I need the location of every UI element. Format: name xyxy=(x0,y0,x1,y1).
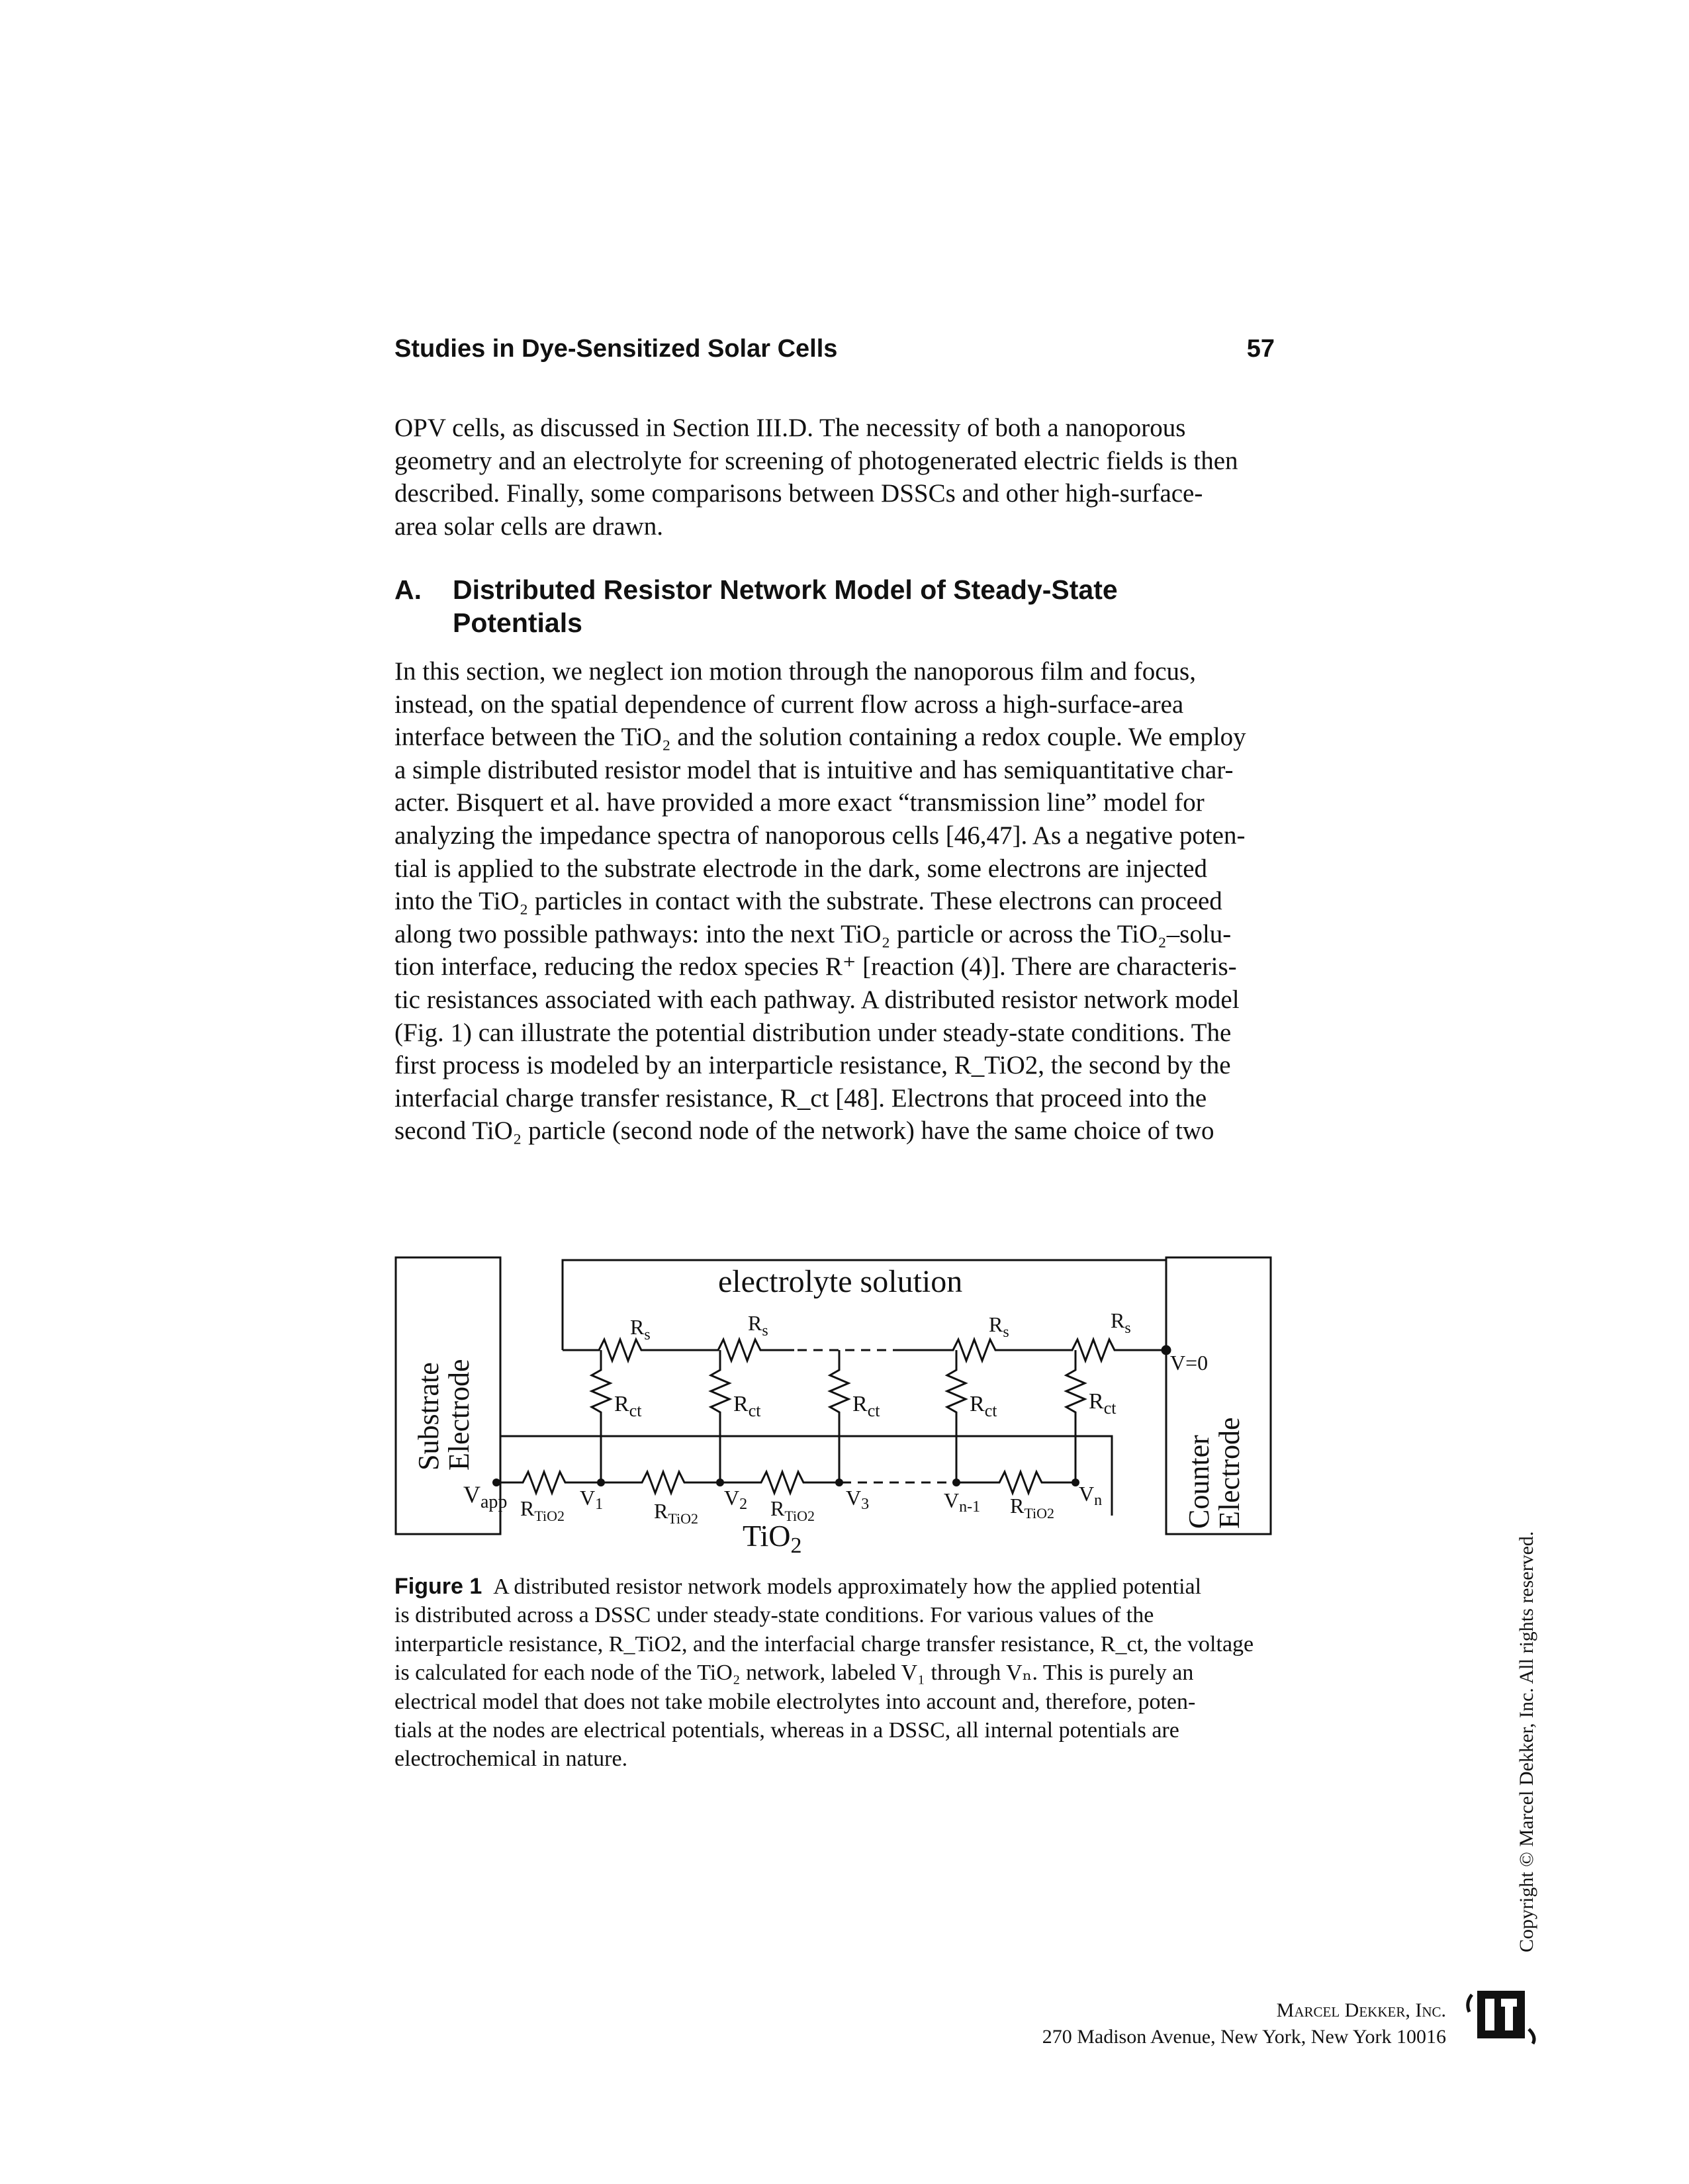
publisher-address: 270 Madison Avenue, New York, New York 1… xyxy=(1042,2026,1446,2048)
rs-label-1: Rs xyxy=(630,1315,651,1343)
caption-label: Figure 1 xyxy=(394,1574,482,1599)
counter-label-1: Counter xyxy=(1183,1435,1215,1529)
paragraph-intro: OPV cells, as discussed in Section III.D… xyxy=(394,412,1275,543)
counter-label: Counter Electrode xyxy=(1183,1417,1246,1529)
electrolyte-label: electrolyte solution xyxy=(718,1264,962,1299)
tio2-box-top xyxy=(500,1435,1113,1516)
v1-label: V1 xyxy=(580,1486,603,1513)
rct-label-5: Rct xyxy=(1089,1389,1117,1418)
electrolyte-box xyxy=(561,1259,1166,1350)
figure-resistor-network: Substrate Electrode Counter Electrode el… xyxy=(390,1251,1277,1559)
figure-caption: Figure 1 A distributed resistor network … xyxy=(394,1572,1275,1774)
rtio2-label-1: RTiO2 xyxy=(520,1496,565,1524)
text-line: analyzing the impedance spectra of nanop… xyxy=(394,821,1246,850)
network-nodes xyxy=(492,1479,1079,1486)
counter-label-2: Electrode xyxy=(1213,1417,1246,1529)
substrate-electrode-box xyxy=(394,1256,502,1535)
rct-label-1: Rct xyxy=(614,1392,642,1420)
rs-line xyxy=(563,1336,1165,1364)
v3-label: V3 xyxy=(846,1486,869,1513)
caption-line: is distributed across a DSSC under stead… xyxy=(394,1603,1154,1628)
v-zero-node xyxy=(1161,1345,1171,1355)
caption-line: is calculated for each node of the TiO₂ … xyxy=(394,1661,1194,1686)
text-line: interfacial charge transfer resistance, … xyxy=(394,1083,1207,1113)
text-line: along two possible pathways: into the ne… xyxy=(394,919,1232,948)
text-line: into the TiO₂ particles in contact with … xyxy=(394,887,1222,916)
text-line: (Fig. 1) can illustrate the potential di… xyxy=(394,1018,1232,1047)
section-letter: A. xyxy=(394,574,422,605)
substrate-label-1: Substrate xyxy=(412,1362,445,1471)
caption-line: Figure 1 A distributed resistor network … xyxy=(394,1574,1202,1599)
text-line: In this section, we neglect ion motion t… xyxy=(394,657,1196,686)
section-title-line-1: Distributed Resistor Network Model of St… xyxy=(453,574,1118,605)
running-head: Studies in Dye-Sensitized Solar Cells 57 xyxy=(394,335,1275,375)
rtio2-label-3: RTiO2 xyxy=(770,1496,815,1524)
copyright-notice: Copyright © Marcel Dekker, Inc. All righ… xyxy=(1516,1531,1537,1952)
running-title: Studies in Dye-Sensitized Solar Cells xyxy=(394,335,838,363)
text-line: OPV cells, as discussed in Section III.D… xyxy=(394,414,1186,442)
rtio2-label-2: RTiO2 xyxy=(654,1499,698,1527)
text-line: tic resistances associated with each pat… xyxy=(394,985,1240,1014)
rct-resistors xyxy=(589,1350,1087,1482)
rs-label-3: Rs xyxy=(989,1312,1009,1341)
vapp-label: Vapp xyxy=(463,1481,507,1512)
v2-label: V2 xyxy=(724,1486,747,1513)
substrate-label-2: Electrode xyxy=(443,1359,475,1471)
rct-label-2: Rct xyxy=(733,1392,761,1420)
publisher-block: Marcel Dekker, Inc. 270 Madison Avenue, … xyxy=(1042,1997,1446,2050)
text-line: geometry and an electrolyte for screenin… xyxy=(394,446,1238,475)
text-line: interface between the TiO₂ and the solut… xyxy=(394,723,1246,752)
rs-label-4: Rs xyxy=(1111,1308,1131,1337)
rtio2-line xyxy=(496,1469,1075,1496)
rtio2-label-4: RTiO2 xyxy=(1010,1494,1054,1522)
caption-line: electrical model that does not take mobi… xyxy=(394,1689,1196,1714)
text-line: first process is modeled by an interpart… xyxy=(394,1051,1231,1080)
publisher-logo-icon xyxy=(1466,1991,1536,2045)
publisher-name: Marcel Dekker, Inc. xyxy=(1276,1999,1446,2021)
rct-label-4: Rct xyxy=(970,1392,997,1420)
rs-label-2: Rs xyxy=(748,1311,768,1340)
caption-line: interparticle resistance, R_TiO2, and th… xyxy=(394,1631,1254,1657)
tio2-label: TiO2 xyxy=(743,1519,801,1558)
text-line: acter. Bisquert et al. have provided a m… xyxy=(394,788,1205,817)
v-zero-label: V=0 xyxy=(1170,1351,1208,1375)
caption-line: tials at the nodes are electrical potent… xyxy=(394,1718,1179,1743)
page-number: 57 xyxy=(1246,335,1275,363)
caption-line: electrochemical in nature. xyxy=(394,1747,628,1772)
vn1-label: Vn-1 xyxy=(944,1488,980,1516)
text-line: tial is applied to the substrate electro… xyxy=(394,854,1208,883)
text-line: second TiO₂ particle (second node of the… xyxy=(394,1116,1214,1146)
text-line: instead, on the spatial dependence of cu… xyxy=(394,690,1184,719)
counter-electrode-box xyxy=(1165,1256,1272,1535)
rct-label-3: Rct xyxy=(852,1392,880,1420)
text-line: a simple distributed resistor model that… xyxy=(394,755,1234,784)
text-line: described. Finally, some comparisons bet… xyxy=(394,479,1203,508)
section-title-line-2: Potentials xyxy=(453,608,582,638)
vn-label: Vn xyxy=(1079,1482,1102,1509)
substrate-label: Substrate Electrode xyxy=(412,1359,475,1471)
circuit-diagram: Substrate Electrode Counter Electrode el… xyxy=(394,1256,1272,1558)
text-line: area solar cells are drawn. xyxy=(394,512,664,541)
paragraph-body: In this section, we neglect ion motion t… xyxy=(394,655,1275,1148)
text-line: tion interface, reducing the redox speci… xyxy=(394,952,1237,981)
